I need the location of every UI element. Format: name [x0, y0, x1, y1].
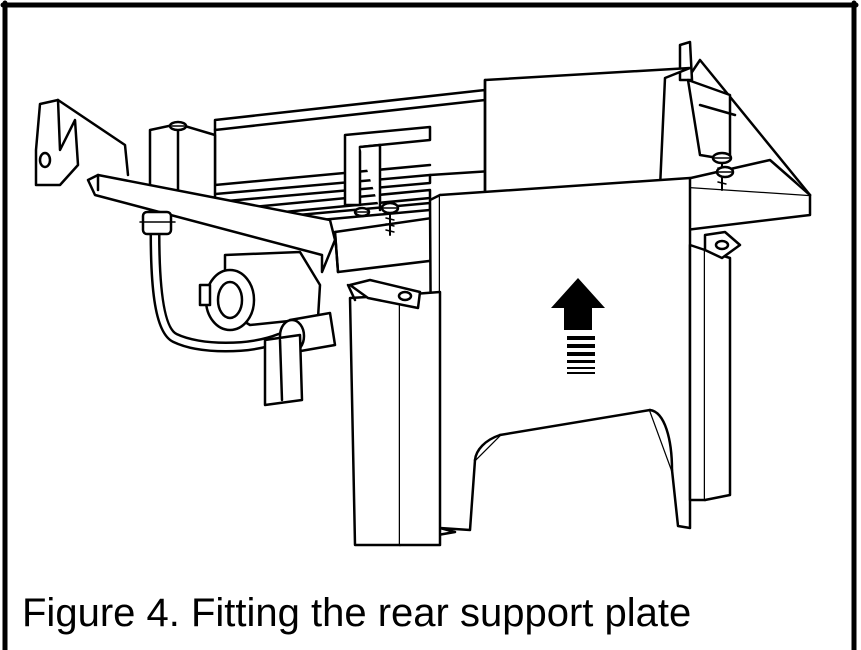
up-arrow-icon	[551, 278, 605, 374]
mid-bracket	[343, 125, 432, 212]
right-mounting-tab	[703, 230, 742, 260]
left-mounting-tab	[348, 278, 422, 310]
rear-plate-right-channel	[688, 243, 732, 502]
screw-icon	[380, 201, 400, 236]
gas-pipe	[139, 210, 286, 353]
rear-plate-left-channel	[346, 283, 442, 547]
left-side-bracket	[34, 98, 130, 187]
screw-icon	[353, 206, 371, 218]
screw-icon	[715, 165, 735, 179]
front-rail-left	[86, 173, 337, 274]
figure-caption: Figure 4. Fitting the rear support plate	[22, 591, 692, 635]
valve-body	[198, 250, 337, 407]
